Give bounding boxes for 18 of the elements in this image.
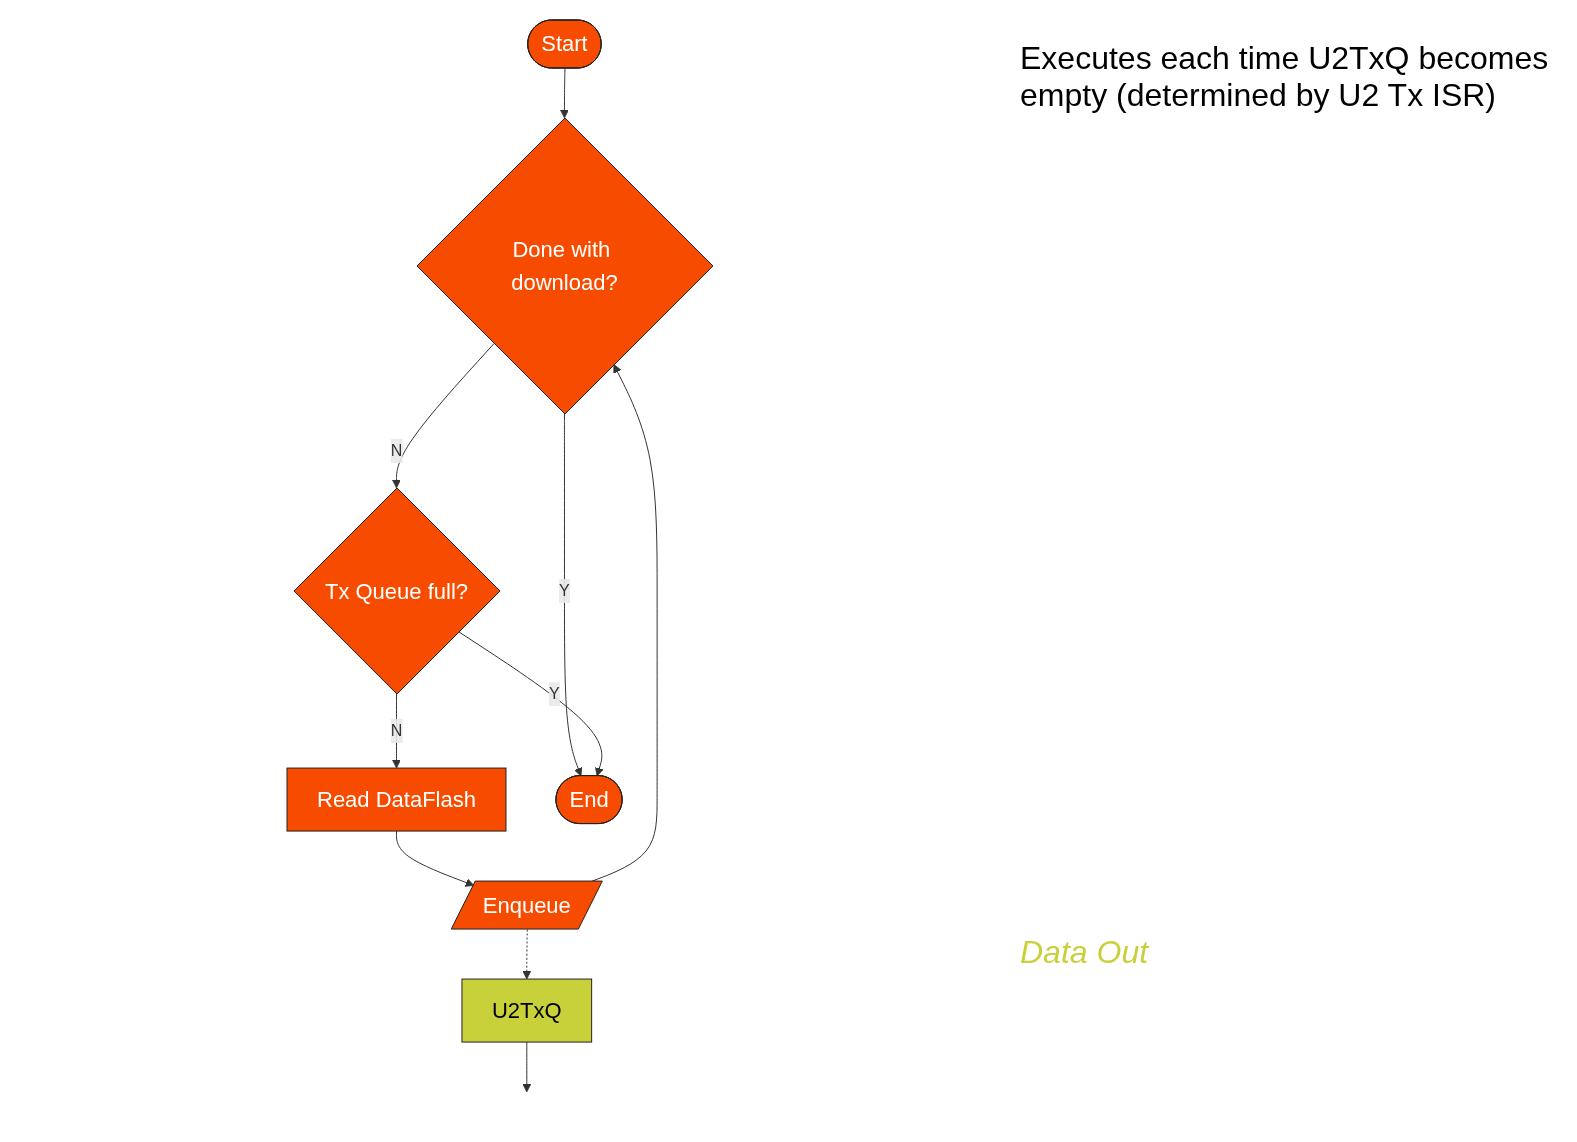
note: Executes each time U2TxQ becomes empty (determined by U2 Tx ISR) bbox=[1020, 40, 1550, 114]
arrow bbox=[396, 830, 475, 887]
arrow bbox=[563, 413, 583, 777]
node-box: Read DataFlash bbox=[286, 767, 507, 832]
edge-label: Y bbox=[548, 685, 560, 703]
node-diamond: Tx Queue full? bbox=[293, 487, 501, 695]
arrow bbox=[392, 343, 495, 489]
edge-label: N bbox=[390, 722, 403, 740]
arrow bbox=[392, 693, 401, 769]
edge-label: Y bbox=[559, 582, 570, 599]
arrow bbox=[560, 67, 569, 119]
node-diamond: Done with download? bbox=[416, 117, 714, 415]
arrow bbox=[458, 631, 604, 777]
arrow bbox=[522, 929, 532, 980]
edge-label: N bbox=[390, 441, 403, 459]
note: Data Out bbox=[1020, 934, 1150, 971]
node-box: U2TxQ bbox=[461, 978, 593, 1043]
arrow bbox=[522, 1041, 532, 1093]
